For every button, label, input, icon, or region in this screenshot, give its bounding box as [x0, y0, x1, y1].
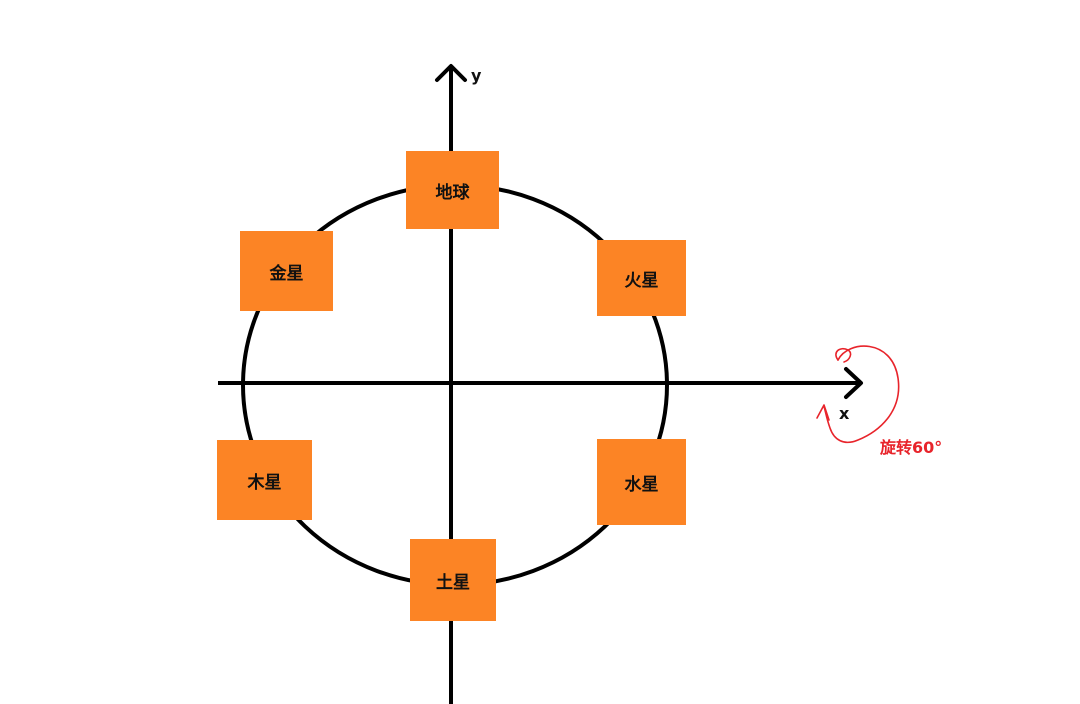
y-axis-arrow-icon [435, 64, 467, 82]
planet-box-venus: 金星 [240, 231, 333, 311]
planet-box-mars: 火星 [597, 240, 686, 316]
planet-box-mercury: 水星 [597, 439, 686, 525]
y-axis-label: y [471, 66, 482, 85]
planet-box-jupiter: 木星 [217, 440, 312, 520]
x-axis-arrow-icon [844, 367, 863, 399]
planet-box-earth: 地球 [406, 151, 499, 229]
rotation-arrow-icon [816, 345, 900, 444]
rotation-label: 旋转60° [880, 438, 943, 457]
planet-box-saturn: 土星 [410, 539, 496, 621]
x-axis-label: x [839, 404, 850, 423]
